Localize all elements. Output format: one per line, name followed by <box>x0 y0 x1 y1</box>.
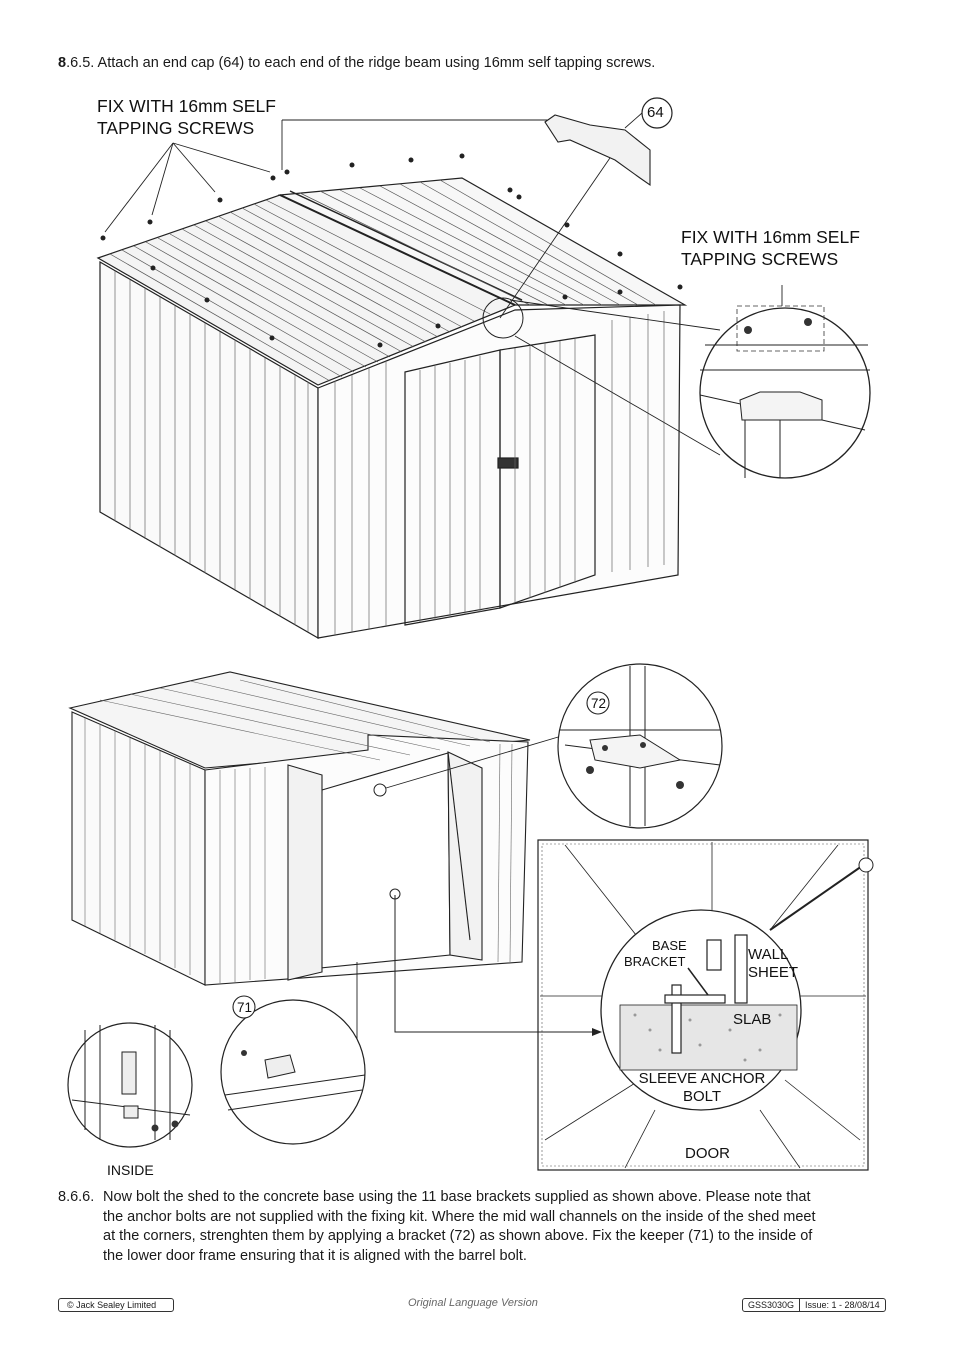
instruction-line4: the lower door frame ensuring that it is… <box>103 1247 527 1264</box>
callout-left-fix-screws: FIX WITH 16mm SELF TAPPING SCREWS <box>97 95 276 139</box>
instruction-line1: 8.6.6.Now bolt the shed to the concrete … <box>58 1188 903 1208</box>
sleeve-anchor-bolt-label: SLEEVE ANCHOR BOLT <box>638 1070 766 1106</box>
anchor-line1: SLEEVE ANCHOR <box>638 1070 766 1087</box>
instruction-number: 8.6.6. <box>58 1189 95 1205</box>
anchor-line2: BOLT <box>682 1088 722 1105</box>
door-label: DOOR <box>685 1145 730 1162</box>
step-text: .6.5. Attach an end cap (64) to each end… <box>66 55 656 71</box>
slab-label: SLAB <box>733 1011 772 1028</box>
instruction-line3: at the corners, strenghten them by apply… <box>103 1228 813 1244</box>
instruction-paragraph: 8.6.6.Now bolt the shed to the concrete … <box>58 1188 903 1266</box>
footer-model: GSS3030G <box>748 1300 795 1310</box>
part-72-label: 72 <box>591 696 607 711</box>
base-bracket-line2: BRACKET <box>624 954 686 969</box>
footer-copyright: © Jack Sealey Limited <box>58 1298 174 1312</box>
part-64-label: 64 <box>647 104 664 121</box>
step-number: 8 <box>58 55 67 71</box>
base-bracket-line1: BASE <box>652 938 687 953</box>
callout-left-line2: TAPPING SCREWS <box>97 118 255 138</box>
callout-right-fix-screws: FIX WITH 16mm SELF TAPPING SCREWS <box>681 226 860 270</box>
step-title: 8.6.5. Attach an end cap (64) to each en… <box>58 55 655 71</box>
inside-label: INSIDE <box>107 1162 154 1178</box>
footer-model-issue: GSS3030G Issue: 1 - 28/08/14 <box>742 1298 886 1312</box>
figure-shed-base-brackets <box>67 663 874 1171</box>
base-bracket-label: BASE BRACKET <box>624 938 687 970</box>
footer-language-version: Original Language Version <box>408 1297 538 1309</box>
instruction-line2: the anchor bolts are not supplied with t… <box>103 1208 816 1225</box>
footer-issue: Issue: 1 - 28/08/14 <box>799 1299 885 1311</box>
callout-right-line1: FIX WITH 16mm SELF <box>681 227 860 247</box>
wall-sheet-line1: WALL <box>748 946 789 963</box>
callout-right-line2: TAPPING SCREWS <box>681 249 839 269</box>
callout-left-line1: FIX WITH 16mm SELF <box>97 96 276 116</box>
wall-sheet-label: WALL SHEET <box>748 946 798 982</box>
part-71-label: 71 <box>237 1000 253 1015</box>
figure-shed-roof-end-cap <box>96 97 871 640</box>
wall-sheet-line2: SHEET <box>748 964 799 981</box>
